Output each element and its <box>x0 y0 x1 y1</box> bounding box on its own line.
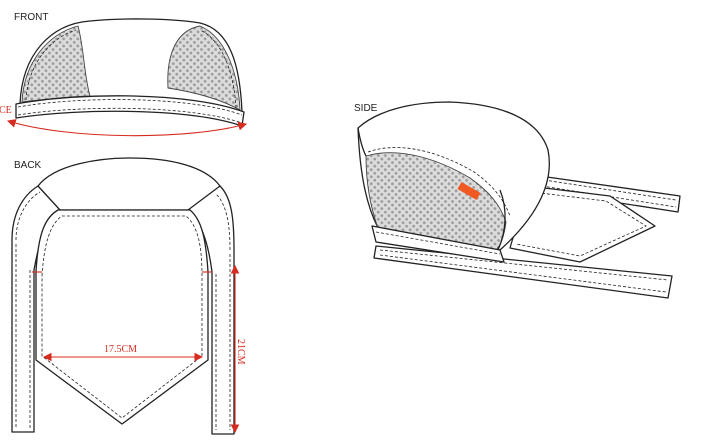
side-view-label: SIDE <box>354 103 378 114</box>
side-view: SIDE <box>354 101 681 299</box>
back-width-dimension: 17.5CM <box>104 344 137 355</box>
front-mesh-panel-right <box>167 25 241 111</box>
front-side-label: CE <box>0 105 12 116</box>
side-mesh-panel <box>365 152 507 251</box>
back-view: BACK 17.5CM 21CM <box>11 157 246 435</box>
back-tail-flap <box>35 209 209 425</box>
front-view: FRONT CE <box>0 12 248 137</box>
back-crown <box>37 157 221 211</box>
side-label-tag <box>457 182 481 200</box>
side-tie-lower <box>373 245 673 299</box>
front-width-arrow <box>6 119 248 137</box>
front-view-label: FRONT <box>14 12 48 23</box>
back-view-label: BACK <box>14 160 42 171</box>
side-band <box>371 225 505 263</box>
front-mesh-panel-left <box>21 25 91 103</box>
back-height-dimension: 21CM <box>235 339 246 365</box>
